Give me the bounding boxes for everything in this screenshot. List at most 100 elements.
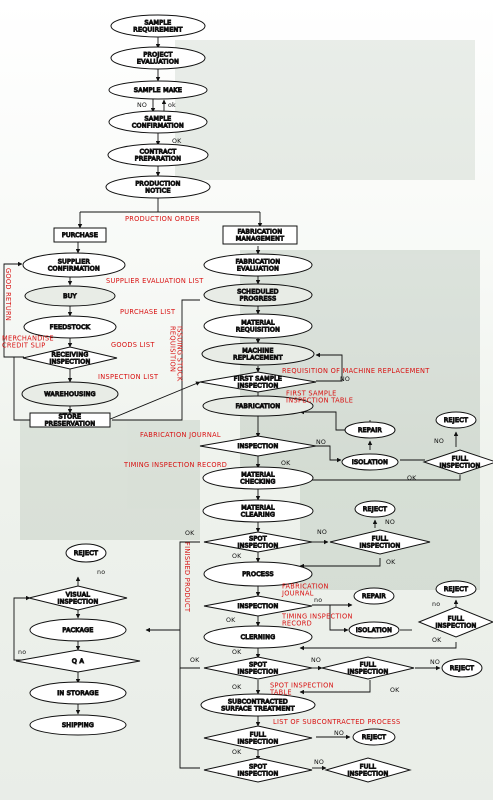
visual-inspection-node: [28, 585, 128, 611]
reject-3-label: REJECT: [444, 586, 468, 593]
reject-2-label: REJECT: [363, 506, 387, 513]
in-storage-label: IN STORAGE: [57, 690, 99, 697]
subcontracted-node: [200, 693, 316, 717]
purchase-node: [53, 227, 107, 243]
branch-label-26: no: [97, 569, 105, 576]
branch-label-10: NO: [385, 519, 395, 526]
contract-preparation-node: [107, 143, 209, 167]
fabrication-management-node: [222, 225, 298, 245]
sample-requirement-node: [110, 14, 206, 38]
goods-list-red-label: GOODS LIST: [111, 341, 155, 349]
repair-1-label: REPAIR: [358, 427, 382, 434]
in-storage-node: [29, 681, 127, 705]
process-label: PROCESS: [242, 571, 274, 578]
scheduled-progress-node: [203, 283, 313, 307]
process-node: [203, 561, 313, 587]
feedstock-label: FEEDSTOCK: [50, 324, 91, 331]
branch-label-7: OK: [407, 475, 417, 482]
fabrication-node: [202, 395, 314, 417]
buy-node: [24, 285, 116, 307]
branch-label-4: NO: [316, 439, 326, 446]
full-inspection-5-node: [203, 725, 313, 751]
issuing-stock-requisition-red-label: ISSUING STOCKREQUISITION: [168, 326, 183, 382]
feedstock-node: [23, 315, 117, 339]
shipping-label: SHIPPING: [62, 722, 94, 729]
qa-node: [15, 649, 141, 673]
reject-5-label: REJECT: [362, 734, 386, 741]
qa-label: Q A: [72, 658, 85, 665]
warehousing-label: WAREHOUSING: [44, 391, 96, 398]
store-preservation-node: [29, 412, 111, 428]
full-inspection-6-node: [324, 757, 412, 783]
branch-label-15: OK: [232, 649, 242, 656]
package-node: [29, 618, 127, 642]
isolation-2-label: ISOLATION: [356, 627, 392, 634]
inspection-2-node: [203, 595, 313, 617]
branch-label-27: no: [18, 649, 26, 656]
first-sample-inspection-node: [199, 371, 317, 393]
inspection-2-label: INSPECTION: [237, 603, 278, 610]
reject-5-node: [352, 728, 396, 746]
branch-label-24: OK: [232, 749, 242, 756]
package-label: PACKAGE: [62, 627, 93, 634]
inspection-1-node: [199, 435, 317, 457]
branch-label-18: OK: [190, 657, 200, 664]
material-clearing-node: [202, 499, 314, 523]
branch-label-14: OK: [226, 617, 236, 624]
good-return-red-label: GOOD RETURN: [4, 268, 12, 321]
reject-left-node: [65, 543, 107, 563]
fabrication-journal-1-red-label: FABRICATION JOURNAL: [140, 431, 221, 439]
sample-make-node: [108, 80, 208, 100]
branch-label-20: NO: [430, 659, 440, 666]
supplier-confirmation-node: [22, 252, 126, 278]
full-inspection-2-node: [329, 529, 431, 555]
production-notice-node: [105, 175, 211, 199]
branch-label-17: OK: [432, 637, 442, 644]
branch-label-9: NO: [317, 529, 327, 536]
branch-label-19: NO: [311, 657, 321, 664]
connectors: [3, 37, 461, 771]
reject-left-label: REJECT: [74, 550, 98, 557]
machine-replacement-node: [201, 342, 315, 366]
sample-make-label: SAMPLE MAKE: [134, 87, 182, 94]
clerning-label: CLERNING: [241, 634, 276, 641]
supplier-evaluation-list-red-label: SUPPLIER EVALUATION LIST: [106, 277, 204, 285]
production-order-red-label: PRODUCTION ORDER: [125, 215, 200, 223]
spot-inspection-1-node: [203, 531, 313, 553]
branch-label-11: OK: [386, 559, 396, 566]
reject-1-label: REJECT: [444, 417, 468, 424]
branch-label-13: no: [314, 597, 322, 604]
clerning-node: [203, 625, 313, 649]
isolation-1-label: ISOLATION: [352, 459, 388, 466]
branch-label-5: OK: [281, 460, 291, 467]
spot-inspection-2-node: [203, 656, 313, 680]
spot-inspection-3-node: [203, 757, 313, 783]
material-requisition-node: [203, 313, 313, 339]
